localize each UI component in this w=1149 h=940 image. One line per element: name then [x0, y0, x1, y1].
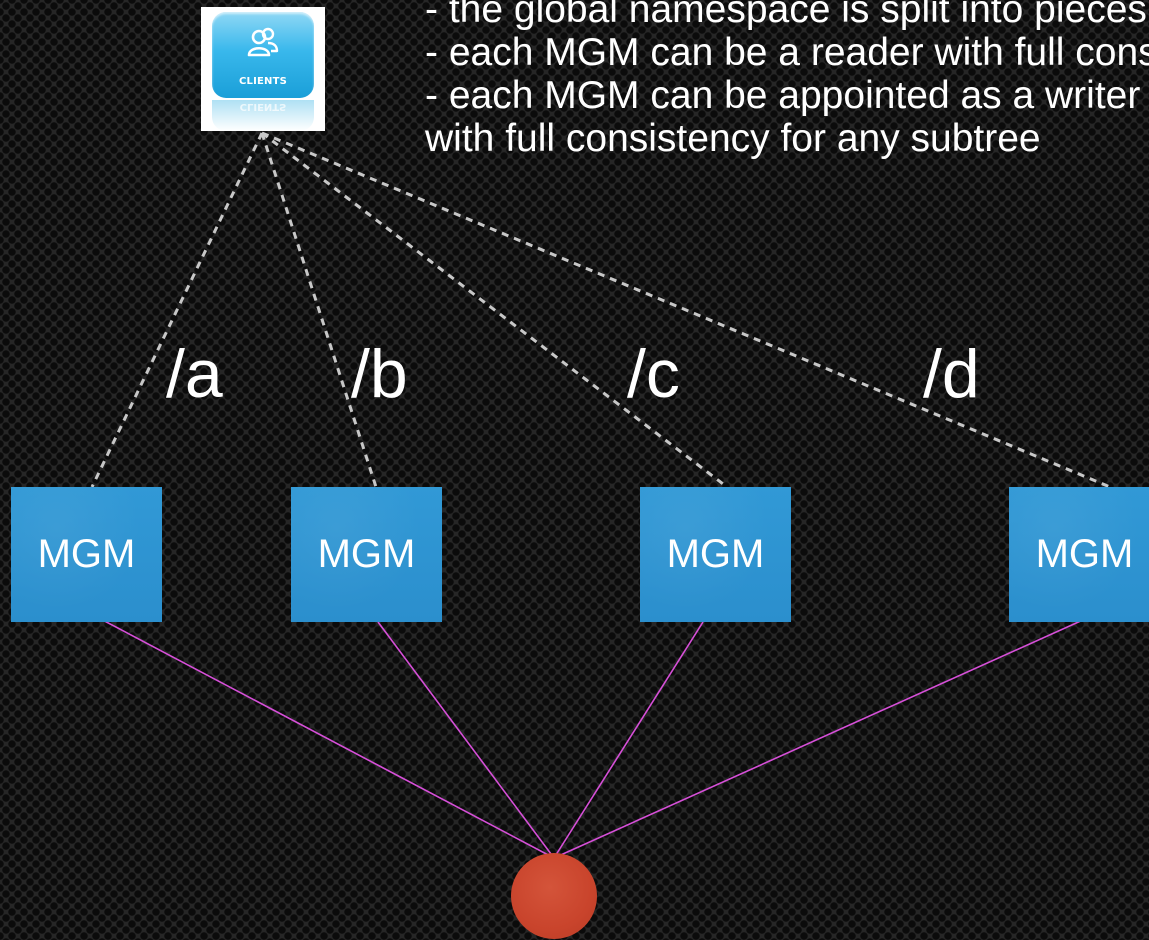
node-link-a [94, 615, 555, 859]
node-links [94, 614, 1095, 859]
mgm-node-c: MGM [640, 487, 791, 622]
mgm-label: MGM [317, 532, 416, 576]
description-text: - the global namespace is split into pie… [425, 0, 1149, 160]
mgm-node-b: MGM [291, 487, 442, 622]
client-links [90, 131, 1111, 489]
central-node [511, 853, 597, 939]
description-line: - each MGM can be appointed as a writer [425, 74, 1141, 117]
clients-reflection-label: CLIENTS [239, 101, 287, 112]
clients-icon: CLIENTS CLIENTS [201, 7, 325, 131]
description-line: - each MGM can be a reader with full con… [425, 31, 1149, 74]
mgm-node-a: MGM [11, 487, 162, 622]
description-line: with full consistency for any subtree [425, 117, 1041, 160]
mgm-label: MGM [666, 532, 765, 576]
node-link-d [553, 614, 1095, 859]
path-label-b: /b [351, 336, 408, 412]
client-link-c [261, 131, 728, 489]
description-line: - the global namespace is split into pie… [425, 0, 1147, 31]
clients-label: CLIENTS [238, 76, 288, 87]
mgm-label: MGM [1035, 532, 1134, 576]
clients-tile: CLIENTS [212, 12, 314, 98]
client-link-a [90, 132, 264, 488]
node-link-c [553, 621, 704, 859]
client-link-d [261, 131, 1111, 489]
mgm-node-d: MGM [1009, 487, 1149, 622]
mgm-label: MGM [37, 532, 136, 576]
node-link-b [377, 621, 555, 859]
clients-reflection: CLIENTS [212, 100, 314, 131]
path-label-c: /c [627, 336, 680, 412]
path-label-a: /a [166, 336, 223, 412]
client-link-b [260, 132, 378, 488]
people-icon [212, 26, 314, 65]
path-label-d: /d [923, 336, 980, 412]
